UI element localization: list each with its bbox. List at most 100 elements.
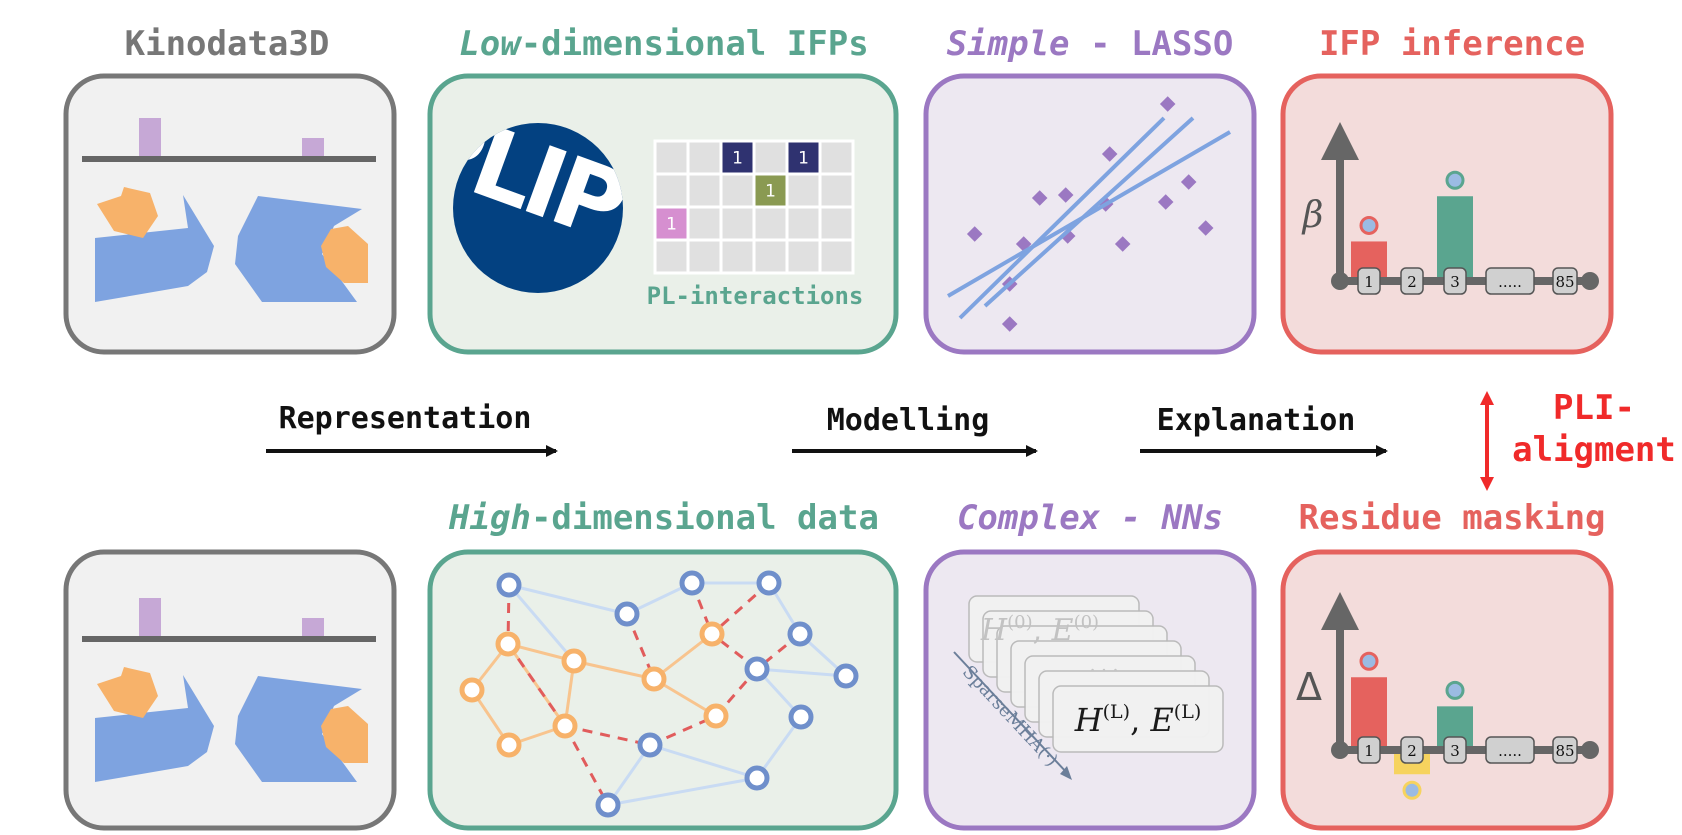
graph-title-rest: -dimensional data (531, 498, 879, 538)
protein-shape (235, 676, 362, 782)
ifp-cell (752, 238, 789, 275)
ifp-cell (785, 238, 822, 275)
graph-title-em: High (448, 498, 531, 538)
residue-tick-label: ..... (1498, 273, 1522, 291)
ifp-cell (719, 205, 756, 242)
residue-tick-box (1552, 267, 1578, 295)
lasso-title-rest: - LASSO (1070, 24, 1234, 64)
residue-tick-label: 85 (1555, 273, 1574, 291)
residue-marker (1445, 680, 1465, 700)
residue-tick-label: 3 (1450, 742, 1460, 760)
ifp-cell-value: 1 (732, 149, 743, 169)
ifp-cell (785, 172, 822, 209)
layer-top-label: H(0), E(0) (980, 612, 1099, 648)
graph-panel (427, 549, 899, 831)
ifp-cell (653, 172, 690, 209)
ifp-inference-ticks: 1 2 3..... 85 (1357, 267, 1578, 295)
residue-tick-label: 1 (1364, 273, 1374, 291)
pli-alignment-line2: aligment (1512, 430, 1676, 470)
ifp-cell-value: 1 (666, 215, 677, 235)
ifp-cell (719, 238, 756, 275)
ifp-cell (818, 139, 855, 176)
ifp-cell (752, 139, 789, 176)
modelling-label: Modelling (827, 403, 990, 438)
ifps-grid-caption: PL-interactions (647, 282, 864, 310)
residue-tick-label: 85 (1555, 742, 1574, 760)
graph-title: High-dimensional data (448, 498, 879, 538)
y-axis-arrow (1321, 122, 1359, 160)
residue-tick-box (1357, 267, 1381, 295)
residue-tick-box (1357, 736, 1381, 764)
residue-marker (1445, 170, 1465, 190)
ligand-nodes (459, 621, 729, 758)
kinodata-title: Kinodata3D (125, 24, 330, 64)
explanation-bar (1437, 196, 1473, 281)
ifps-title-em: Low (459, 24, 522, 64)
ifp-cell (653, 139, 690, 176)
residue-tick-box (1485, 267, 1535, 295)
plip-logo: PLIP (453, 123, 623, 293)
residue-tick-box (1400, 736, 1424, 764)
ifp-cell (719, 172, 756, 209)
protein-shape (95, 675, 214, 782)
ifp-cell (785, 205, 822, 242)
ifp-cell (818, 172, 855, 209)
residue-tick-label: 2 (1407, 742, 1417, 760)
ifp-cell (653, 238, 690, 275)
ifps-title-rest: -dimensional IFPs (521, 24, 869, 64)
ligand-shape (97, 187, 158, 238)
residue-tick-label: ..... (1498, 742, 1522, 760)
ifp-inference-panel: β 1 2 3..... 85 (1280, 73, 1614, 355)
lasso-title-em: Simple (947, 24, 1070, 64)
ifp-inference-bars (1351, 170, 1473, 281)
y-axis-arrow (1321, 592, 1359, 630)
kinodata-panel-top (63, 73, 397, 355)
lasso-panel (923, 73, 1257, 355)
ifp-cell (752, 205, 789, 242)
ligand-shape (321, 226, 368, 283)
affinity-bar (139, 118, 161, 156)
beta-label: β (1301, 195, 1324, 236)
residue-tick-box (1443, 267, 1467, 295)
ifp-cell (686, 139, 723, 176)
affinity-bar (302, 618, 324, 636)
ifp-inference-title: IFP inference (1319, 24, 1585, 64)
residue-marker (1359, 215, 1379, 235)
ligand-shape (97, 667, 158, 718)
affinity-bar (139, 598, 161, 636)
ifps-panel: PLIP 1 1 1 1 PL-interactions (427, 73, 899, 355)
protein-shape (95, 195, 214, 302)
layer-dots: · · · (1090, 660, 1119, 681)
residue-tick-label: 3 (1450, 273, 1460, 291)
ifp-cell (686, 238, 723, 275)
residue-masking-panel: Δ 1 2 3..... 85 (1280, 549, 1614, 831)
residue-tick-label: 2 (1407, 273, 1417, 291)
delta-label: Δ (1296, 665, 1322, 709)
ifp-cell (686, 172, 723, 209)
ifp-grid: 1 1 1 1 (653, 139, 855, 275)
lasso-title: Simple - LASSO (947, 24, 1234, 64)
residue-tick-label: 1 (1364, 742, 1374, 760)
ifp-cell-value: 1 (765, 182, 776, 202)
pli-alignment-line1: PLI- (1553, 388, 1635, 428)
ifp-cell (818, 205, 855, 242)
ifp-cell (686, 205, 723, 242)
residue-masking-title: Residue masking (1298, 498, 1605, 538)
residue-masking-ticks: 1 2 3..... 85 (1357, 736, 1578, 764)
layer-bottom-label: H(L), E(L) (1074, 701, 1202, 739)
affinity-bar (302, 138, 324, 156)
layer-card (1052, 685, 1224, 753)
kinodata-panel-bottom (63, 549, 397, 831)
residue-tick-box (1552, 736, 1578, 764)
residue-marker (1402, 780, 1422, 800)
ifp-cell-value: 1 (798, 149, 809, 169)
lasso-fit-lines (946, 116, 1232, 320)
representation-label: Representation (279, 401, 532, 436)
residue-tick-box (1400, 267, 1424, 295)
sparsemha-arrow (953, 651, 1069, 775)
nns-panel: H(0), E(0) · · · H(L), E(L) SparseMHA(·) (923, 549, 1257, 831)
protein-nodes (496, 570, 859, 818)
layer-stack (968, 595, 1224, 753)
residue-marker (1359, 651, 1379, 671)
